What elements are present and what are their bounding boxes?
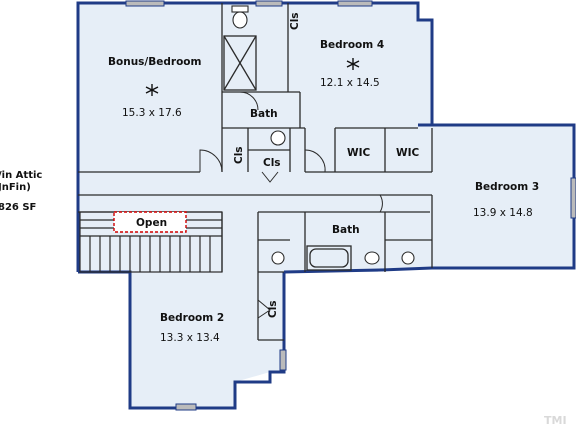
bedroom4-name: Bedroom 4 — [320, 39, 384, 51]
sink-icon-3 — [401, 251, 415, 265]
attic-note-line3: 826 SF — [0, 202, 36, 213]
bedroom3-name: Bedroom 3 — [475, 181, 539, 193]
door-swings — [199, 91, 383, 319]
bath-top-label: Bath — [250, 108, 278, 120]
attic-note-line1: /in Attic — [0, 170, 42, 181]
window-right-1 — [570, 177, 576, 219]
asterisk-icon — [145, 58, 360, 96]
closet-left-label: Cls — [233, 146, 245, 164]
wic-label-2: WIC — [396, 147, 419, 159]
window-top-3 — [337, 0, 373, 7]
toilet-tank-icon — [231, 5, 249, 13]
windows — [125, 0, 576, 411]
window-bottom-1 — [175, 403, 197, 411]
watermark: TMI — [544, 414, 567, 427]
toilet-icon-2 — [364, 251, 380, 265]
attic-note-line2: JnFin) — [0, 182, 31, 193]
open-label: Open — [136, 217, 167, 229]
window-bed2-right — [279, 349, 287, 371]
closet-bed2-label: Cls — [267, 300, 279, 318]
window-top-1 — [125, 0, 165, 7]
closet-mid-label: Cls — [263, 157, 281, 169]
bedroom2-dims: 13.3 x 13.4 — [160, 332, 220, 344]
interior-walls — [78, 3, 433, 341]
bedroom2-name: Bedroom 2 — [160, 312, 224, 324]
bonus-room-name: Bonus/Bedroom — [108, 56, 201, 68]
closet-top-label: Cls — [289, 12, 301, 30]
wic-label-1: WIC — [347, 147, 370, 159]
bonus-room-dims: 15.3 x 17.6 — [122, 107, 182, 119]
toilet-icon — [232, 11, 248, 29]
sink-icon-2 — [271, 251, 285, 265]
bath-fixtures — [231, 5, 415, 265]
bedroom3-dims: 13.9 x 14.8 — [473, 207, 533, 219]
bath-bottom-label: Bath — [332, 224, 360, 236]
open-area-marker — [113, 211, 187, 233]
sink-icon — [270, 130, 286, 146]
floor-fill — [78, 3, 574, 408]
bedroom4-dims: 12.1 x 14.5 — [320, 77, 380, 89]
window-top-2 — [255, 0, 283, 7]
upper-floor-area — [78, 3, 574, 408]
